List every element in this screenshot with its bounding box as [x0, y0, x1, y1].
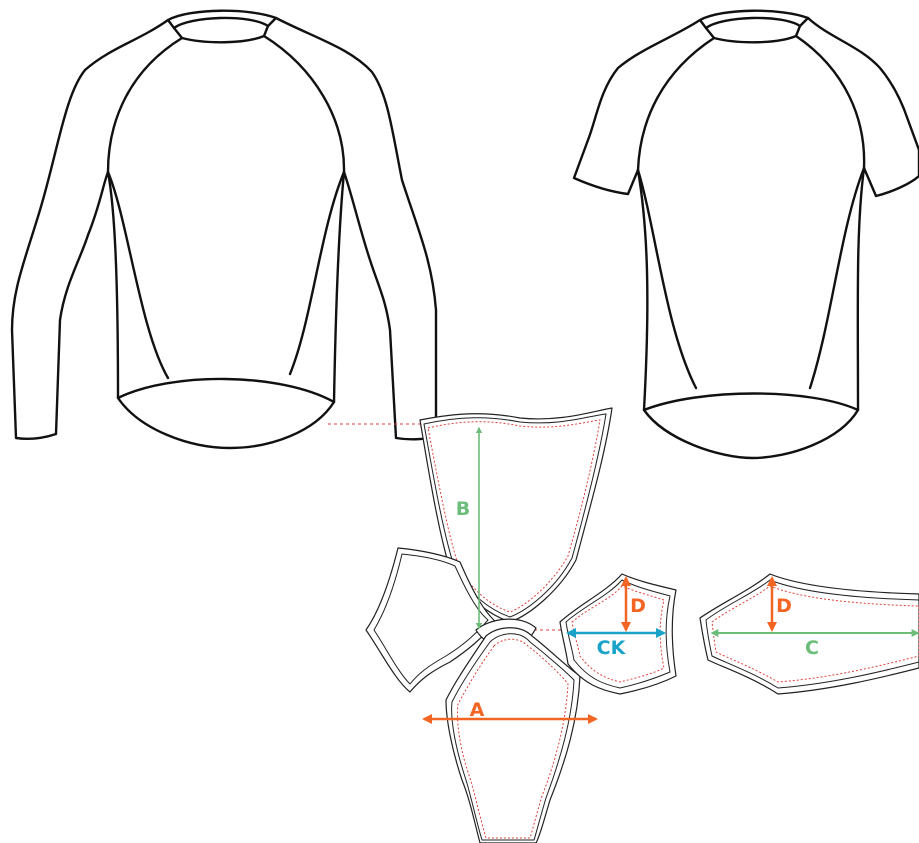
short-sleeve-jersey-sketch: [572, 9, 919, 460]
pattern-sleeve-left: [365, 547, 497, 693]
label-c: C: [805, 637, 819, 659]
long-sleeve-jersey-sketch: [10, 9, 438, 450]
pattern-front-panel: [445, 627, 581, 843]
label-a: A: [470, 699, 485, 721]
label-d-sleeve: D: [776, 595, 792, 617]
dimension-d-side-panel: D: [621, 576, 646, 632]
label-ck: CK: [597, 637, 627, 659]
label-d-side: D: [630, 595, 646, 617]
dimension-d-sleeve: D: [767, 576, 792, 632]
dimension-a: A: [422, 699, 598, 724]
dimension-c: C: [710, 629, 919, 659]
dimension-b: B: [456, 426, 483, 630]
dimension-ck: CK: [566, 628, 666, 659]
label-b: B: [456, 498, 470, 520]
